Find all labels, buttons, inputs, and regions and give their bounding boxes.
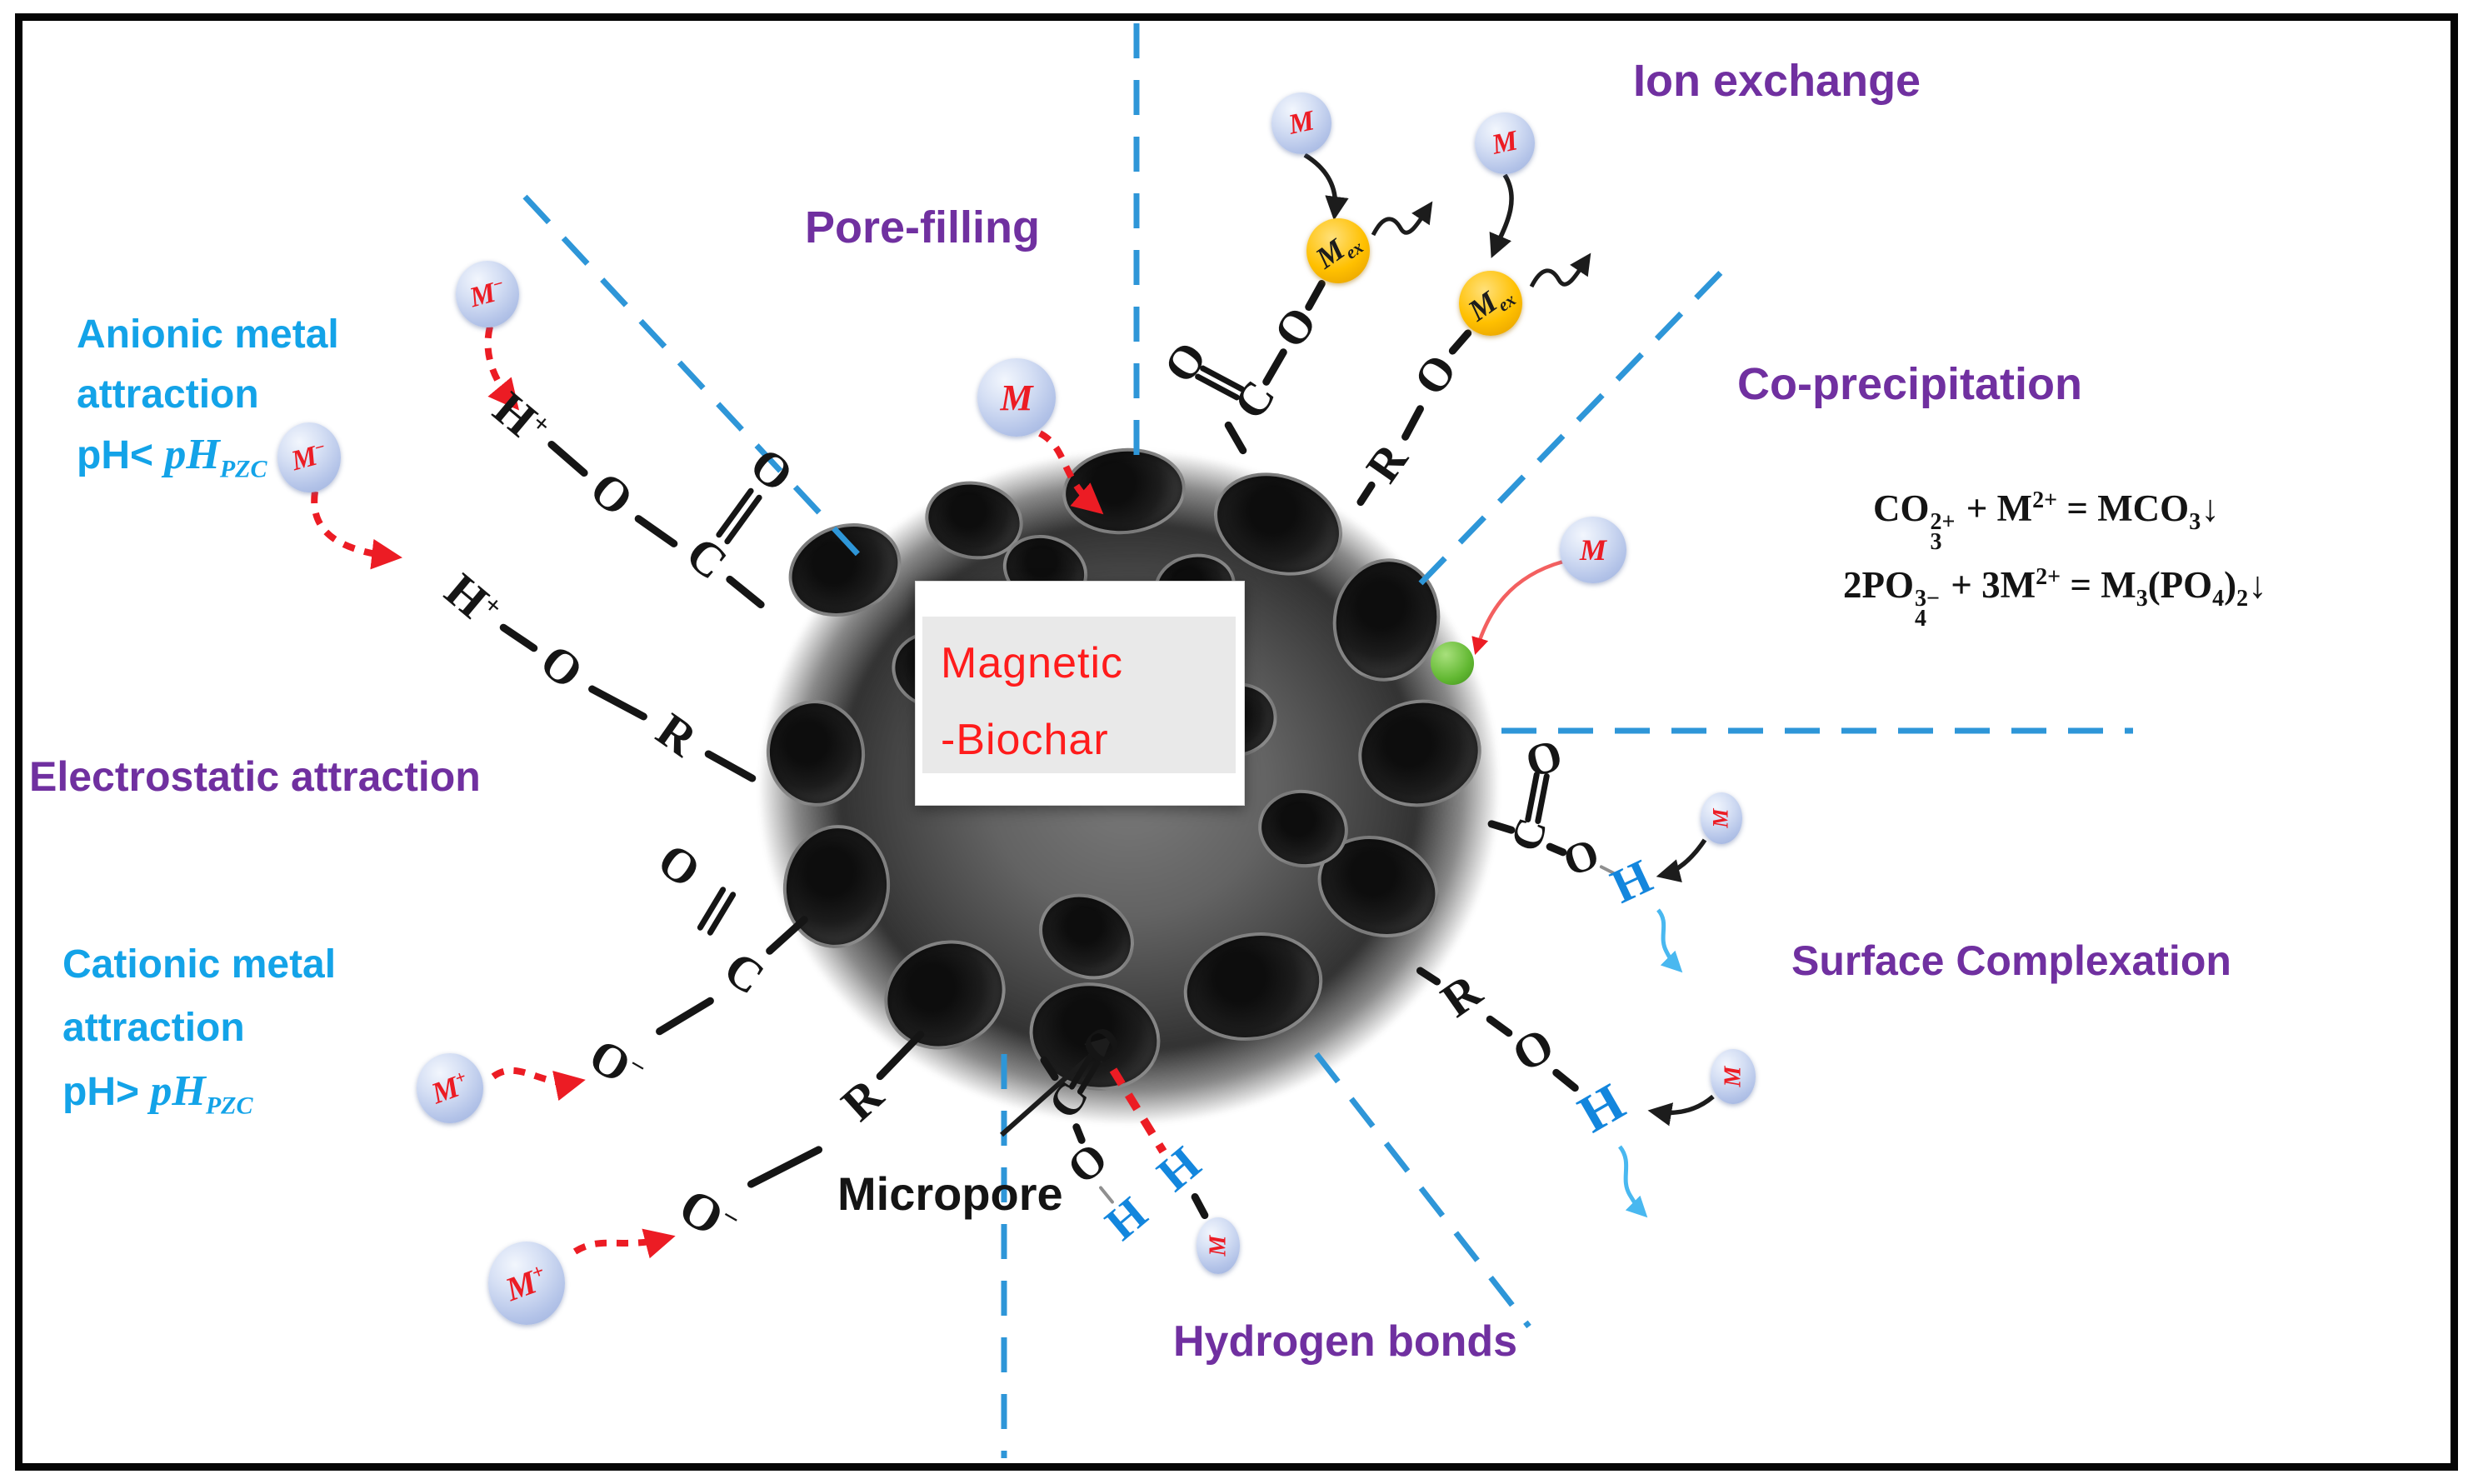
metal-ion-sphere: M bbox=[1197, 1217, 1240, 1274]
metal-ion-sphere: M bbox=[1701, 792, 1742, 844]
metal-ion-sphere: M bbox=[977, 358, 1056, 437]
metal-ion-sphere: Mex bbox=[1459, 271, 1522, 336]
label-ion-exchange: Ion exchange bbox=[1633, 56, 1921, 106]
ph-sub: PZC bbox=[205, 1092, 253, 1120]
metal-ion-sphere: M bbox=[1271, 92, 1331, 154]
label-electrostatic-attraction: Electrostatic attraction bbox=[29, 753, 481, 800]
metal-ion-label: Mex bbox=[1461, 285, 1520, 328]
metal-ion-sphere: M+ bbox=[417, 1053, 483, 1123]
anionic-line1: Anionic metal bbox=[77, 312, 339, 357]
metal-ion-label: M bbox=[1579, 533, 1606, 567]
magnetic-line1: Magnetic bbox=[941, 639, 1123, 687]
anionic-line2: attraction bbox=[77, 372, 259, 417]
figure-border bbox=[15, 13, 2458, 1471]
anionic-ph-condition: pH< pHPZC bbox=[77, 425, 339, 500]
metal-ion-sphere: Mex bbox=[1306, 218, 1370, 283]
precipitate-dot bbox=[1431, 642, 1474, 685]
ph-italic: pH bbox=[164, 431, 220, 478]
cationic-ph-condition: pH> pHPZC bbox=[62, 1060, 336, 1138]
magnetic-biochar-box: Magnetic -Biochar bbox=[915, 581, 1245, 806]
metal-ion-sphere: M− bbox=[456, 261, 519, 327]
label-cationic-attraction: Cationic metal attraction pH> pHPZC bbox=[62, 933, 336, 1138]
metal-ion-label: M bbox=[1000, 377, 1033, 418]
ph-lt: pH< bbox=[77, 433, 154, 477]
label-co-precipitation: Co-precipitation bbox=[1737, 359, 2082, 409]
metal-ion-label: M bbox=[1489, 125, 1521, 161]
metal-ion-label: M bbox=[1709, 808, 1733, 828]
metal-ion-label: M bbox=[1205, 1235, 1231, 1257]
metal-ion-sphere: M bbox=[1560, 517, 1626, 583]
metal-ion-sphere: M bbox=[1475, 112, 1535, 174]
cationic-line2: attraction bbox=[62, 1006, 245, 1050]
metal-ion-label: M+ bbox=[427, 1066, 469, 1111]
ph-gt: pH> bbox=[62, 1070, 140, 1114]
label-pore-filling: Pore-filling bbox=[805, 202, 1040, 252]
ph-italic: pH bbox=[150, 1067, 206, 1115]
metal-ion-sphere: M bbox=[1711, 1049, 1756, 1104]
label-anionic-attraction: Anionic metal attraction pH< pHPZC bbox=[77, 305, 339, 500]
label-hydrogen-bonds: Hydrogen bonds bbox=[1173, 1317, 1518, 1366]
metal-ion-label: Mex bbox=[1309, 232, 1367, 276]
cationic-line1: Cationic metal bbox=[62, 942, 337, 987]
magnetic-biochar-panel bbox=[922, 617, 1236, 773]
magnetic-biochar-label: Magnetic -Biochar bbox=[941, 625, 1123, 778]
metal-ion-label: M bbox=[1720, 1066, 1746, 1087]
magnetic-line2: -Biochar bbox=[941, 716, 1109, 764]
metal-ion-label: M+ bbox=[501, 1260, 547, 1308]
metal-ion-label: M bbox=[1286, 105, 1317, 141]
metal-ion-sphere: M+ bbox=[488, 1242, 565, 1325]
metal-ion-sphere: M− bbox=[277, 422, 341, 492]
label-micropore: Micropore bbox=[837, 1167, 1063, 1220]
ph-sub: PZC bbox=[219, 455, 267, 483]
metal-ion-label: M− bbox=[466, 273, 506, 314]
label-surface-complexation: Surface Complexation bbox=[1791, 937, 2231, 984]
